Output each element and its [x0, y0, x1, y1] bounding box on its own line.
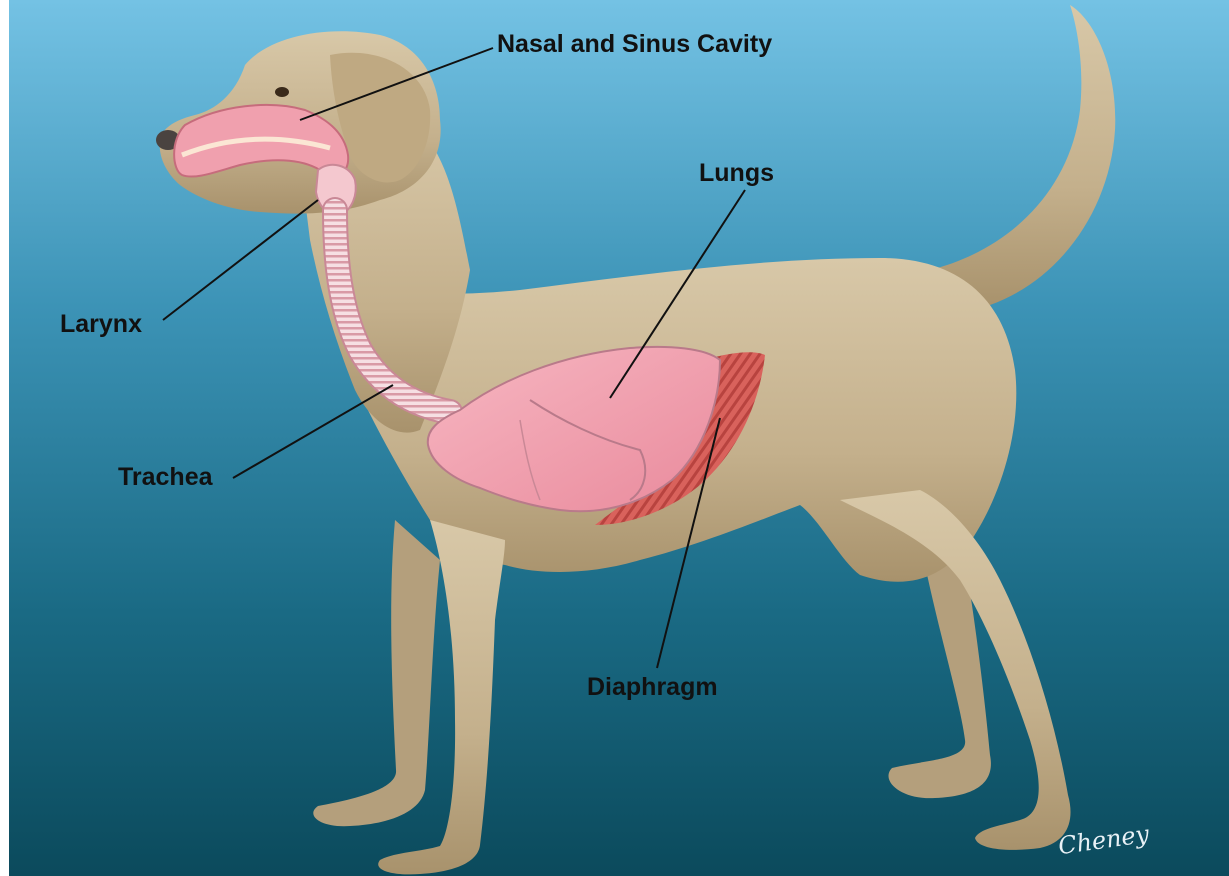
larynx-leader-line	[163, 200, 318, 320]
label-larynx: Larynx	[60, 312, 142, 337]
dog-eye	[275, 87, 289, 97]
label-nasal-and-sinus-cavity: Nasal and Sinus Cavity	[497, 32, 772, 57]
label-lungs: Lungs	[699, 161, 774, 186]
dog-tail	[930, 5, 1115, 307]
dog-far-front-leg	[313, 520, 440, 826]
trachea-leader-line	[233, 385, 393, 478]
label-trachea: Trachea	[118, 465, 213, 490]
label-diaphragm: Diaphragm	[587, 675, 718, 700]
